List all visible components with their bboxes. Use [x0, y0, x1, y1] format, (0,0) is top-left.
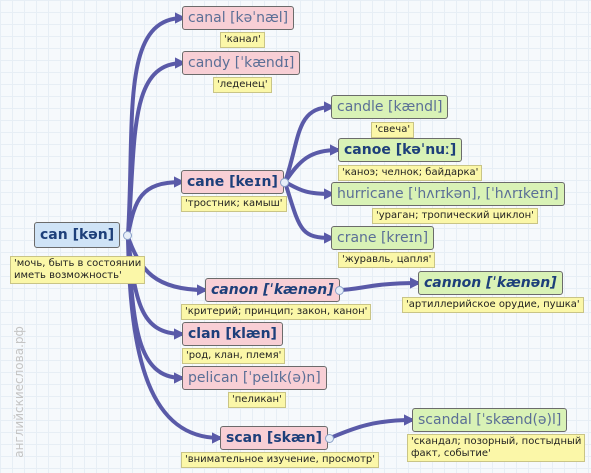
edge-cane-crane: [283, 180, 334, 240]
translation-clan: 'род, клан, племя': [182, 348, 286, 364]
node-cane[interactable]: cane [keɪn]: [181, 170, 284, 194]
translation-candy: 'леденец': [213, 77, 272, 93]
edge-canon-cannon: [336, 281, 420, 292]
translation-scandal-line1: 'скандал; позорный, постыдный: [411, 436, 582, 447]
edge-can-candy: [126, 61, 185, 237]
collapse-toggle-cane[interactable]: [280, 178, 289, 187]
node-cannon[interactable]: cannon [ˈkænən]: [418, 271, 563, 295]
translation-can-line1: 'мочь, быть в состоянии: [14, 258, 142, 269]
translation-pelican: 'пеликан': [228, 392, 286, 408]
translation-can: 'мочь, быть в состоянии иметь возможност…: [10, 256, 146, 284]
collapse-toggle-canon[interactable]: [335, 286, 344, 295]
node-hurricane[interactable]: hurricane [ˈhʌrɪkən], [ˈhʌrɪkeɪn]: [331, 182, 565, 206]
translation-cannon: 'артиллерийское орудие, пушка': [402, 297, 584, 313]
edge-scan-scandal: [328, 418, 414, 440]
translation-scan: 'внимательное изучение, просмотр': [181, 452, 380, 468]
node-scandal[interactable]: scandal [ˈskænd(ə)l]: [412, 408, 568, 432]
node-crane[interactable]: crane [kreɪn]: [331, 226, 435, 250]
edge-can-cane: [126, 180, 184, 237]
node-candle[interactable]: candle [kændl]: [331, 95, 449, 119]
collapse-toggle-scan[interactable]: [325, 434, 334, 443]
translation-cane: 'тростник; камыш': [181, 196, 287, 212]
node-canon[interactable]: canon [ˈkænən]: [205, 278, 340, 302]
watermark: английскиеслова.рф: [12, 326, 26, 458]
translation-crane: 'журавль, цапля': [338, 252, 436, 268]
translation-canal: 'канал': [220, 32, 265, 48]
edge-can-canon: [126, 235, 207, 292]
node-candy[interactable]: candy [ˈkændɪ]: [182, 51, 301, 75]
node-pelican[interactable]: pelican [ˈpelɪk(ə)n]: [182, 366, 327, 390]
node-clan[interactable]: clan [klæn]: [182, 322, 283, 346]
collapse-toggle-can[interactable]: [123, 231, 132, 240]
node-scan[interactable]: scan [skæn]: [220, 426, 328, 450]
translation-can-line2: иметь возможность': [14, 270, 122, 281]
node-canal[interactable]: canal [kəˈnæl]: [182, 6, 295, 30]
edge-cane-candle: [283, 105, 334, 184]
translation-canoe: 'каноэ; челнок; байдарка': [338, 165, 483, 181]
translation-scandal-line2: факт, событие': [411, 448, 491, 459]
translation-canon: 'критерий; принцип; закон, канон': [181, 304, 372, 320]
translation-candle: 'свеча': [371, 122, 415, 138]
node-can[interactable]: can [kən]: [34, 222, 121, 248]
translation-scandal: 'скандал; позорный, постыдный факт, собы…: [407, 434, 586, 462]
node-canoe[interactable]: canoe [kəˈnuː]: [338, 138, 463, 162]
translation-hurricane: 'ураган; тропический циклон': [372, 208, 538, 224]
